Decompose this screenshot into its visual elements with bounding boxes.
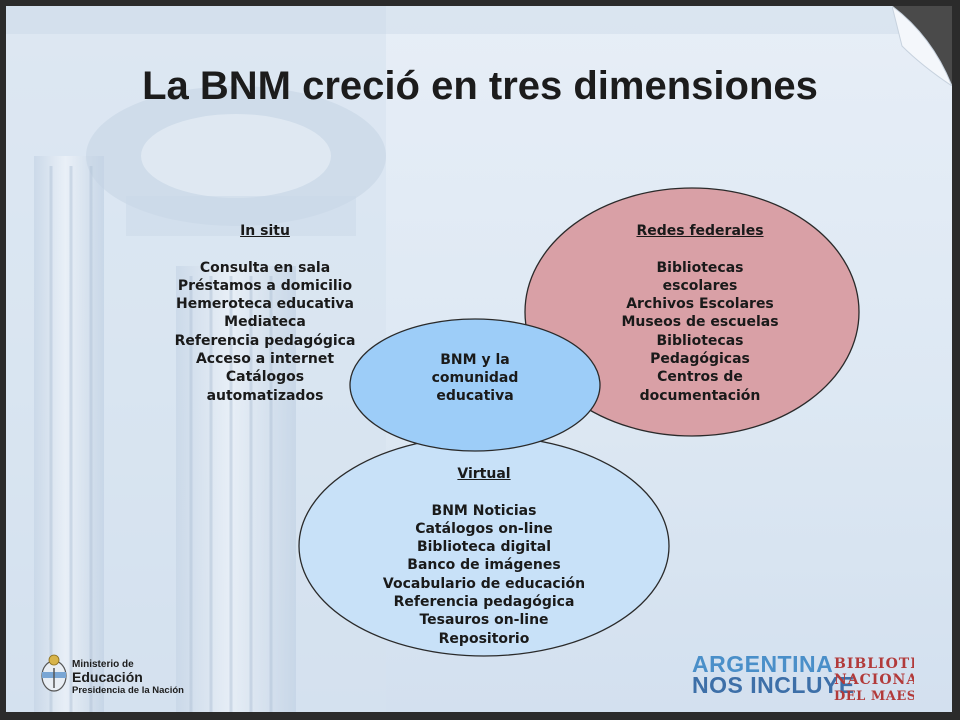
svg-text:NACIONAL: NACIONAL: [834, 672, 914, 688]
argentina-coat-of-arms-icon: [41, 654, 67, 692]
redes-item: Centros de: [657, 369, 743, 386]
virtual-item: Tesauros on-line: [419, 612, 549, 629]
redes-item: Bibliotecas: [656, 332, 744, 349]
in-situ-item: Préstamos a domicilio: [177, 277, 353, 294]
redes-item: documentación: [639, 387, 761, 404]
virtual-item: Banco de imágenes: [407, 557, 561, 574]
in-situ-heading: In situ: [240, 223, 290, 239]
virtual-item: Repositorio: [438, 630, 530, 647]
campaign-line-1: ARGENTINA: [692, 651, 834, 677]
svg-text:BIBLIOTECA: BIBLIOTECA: [834, 656, 914, 672]
ministry-line-1: Ministerio de: [72, 659, 134, 670]
in-situ-item: Mediateca: [224, 314, 306, 331]
virtual-item: Biblioteca digital: [416, 539, 552, 556]
center-label-line: educativa: [436, 388, 514, 404]
ministry-line-3: Presidencia de la Nación: [72, 685, 184, 696]
virtual-heading: Virtual: [457, 466, 511, 482]
slide-title: La BNM creció en tres dimensiones: [142, 64, 818, 108]
ministry-line-2: Educación: [72, 669, 143, 685]
redes-federales-block: Redes federales Bibliotecas escolares Ar…: [600, 222, 800, 405]
in-situ-item: Catálogos: [225, 369, 305, 386]
virtual-item: BNM Noticias: [431, 502, 537, 519]
center-label-line: BNM y la: [440, 352, 510, 368]
in-situ-block: In situ Consulta en sala Préstamos a dom…: [160, 222, 370, 405]
svg-text:DEL MAESTRO: DEL MAESTRO: [834, 689, 914, 704]
virtual-item: Catálogos on-line: [415, 520, 553, 537]
virtual-block: Virtual BNM Noticias Catálogos on-line B…: [364, 465, 604, 648]
redes-item: Pedagógicas: [650, 351, 750, 368]
slide: [6, 6, 952, 712]
virtual-item: Referencia pedagógica: [393, 594, 575, 611]
virtual-item: Vocabulario de educación: [382, 575, 586, 592]
argentina-nos-incluye-logo: ARGENTINA NOS INCLUYE: [692, 651, 855, 698]
campaign-line-2: NOS INCLUYE: [692, 672, 855, 698]
center-circle: [349, 318, 601, 452]
in-situ-item: Referencia pedagógica: [174, 332, 356, 349]
center-block: BNM y la comunidad educativa: [410, 351, 540, 405]
in-situ-item: Acceso a internet: [195, 351, 335, 368]
in-situ-item: Consulta en sala: [199, 259, 331, 276]
in-situ-item: automatizados: [206, 387, 324, 404]
redes-federales-circle: [524, 187, 860, 437]
redes-item: Bibliotecas: [656, 259, 744, 276]
redes-item: escolares: [662, 277, 738, 294]
redes-item: Museos de escuelas: [621, 314, 779, 331]
column-background-image: [6, 6, 952, 712]
biblioteca-nacional-del-maestro-logo: BIBLIOTECA NACIONAL DEL MAESTRO: [834, 656, 914, 704]
center-label-line: comunidad: [431, 370, 519, 386]
redes-item: Archivos Escolares: [626, 296, 774, 313]
ministry-logo-text: Ministerio de Educación Presidencia de l…: [72, 658, 184, 697]
redes-federales-heading: Redes federales: [636, 223, 764, 239]
in-situ-item: Hemeroteca educativa: [176, 296, 354, 313]
page-curl-decoration: [892, 6, 952, 86]
